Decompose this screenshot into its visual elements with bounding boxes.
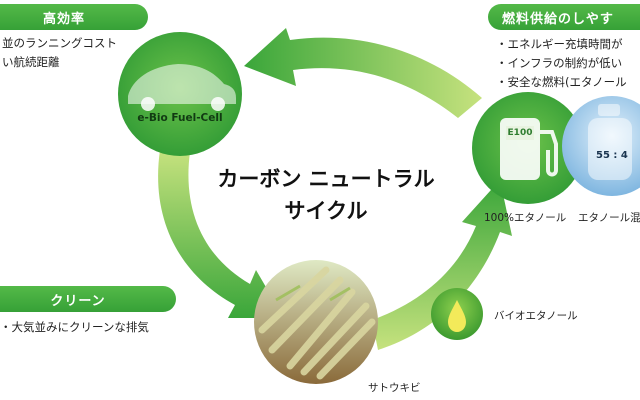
center-title-line2: サイクル (284, 199, 368, 223)
sugarcane-caption: サトウキビ (368, 382, 421, 394)
efficiency-bullet-1: 並のランニングコスト (2, 36, 117, 50)
center-title-line1: カーボン ニュートラル (217, 167, 435, 191)
fuel-supply-bullet-1: ・エネルギー充填時間が (496, 37, 623, 51)
car-icon (128, 64, 236, 104)
clean-bullet-1: ・大気並みにクリーンな排気 (0, 320, 149, 334)
fuel-supply-heading: 燃料供給のしやす (488, 4, 640, 30)
clean-heading: クリーン (0, 286, 176, 312)
right-cycle-arrow (372, 180, 512, 350)
efficiency-bullet-2: い航続距離 (2, 55, 60, 69)
fuel-supply-bullet-3: ・安全な燃料(エタノール (496, 75, 627, 89)
bioethanol-caption: バイオエタノール (494, 310, 578, 322)
fuel-pump-icon (500, 118, 558, 180)
bottle-label: 55 : 4 (596, 150, 628, 161)
fuel-supply-bullet-2: ・インフラの制約が低い (496, 56, 623, 70)
water-bottle-icon (588, 104, 632, 180)
top-cycle-arrow (244, 28, 482, 118)
droplet-icon (448, 300, 466, 332)
car-label: e-Bio Fuel-Cell (137, 112, 223, 124)
station-caption: 100%エタノール (484, 212, 567, 224)
bottle-caption: エタノール混 (578, 212, 640, 224)
pump-label: E100 (507, 128, 533, 138)
efficiency-heading: 高効率 (0, 4, 148, 30)
